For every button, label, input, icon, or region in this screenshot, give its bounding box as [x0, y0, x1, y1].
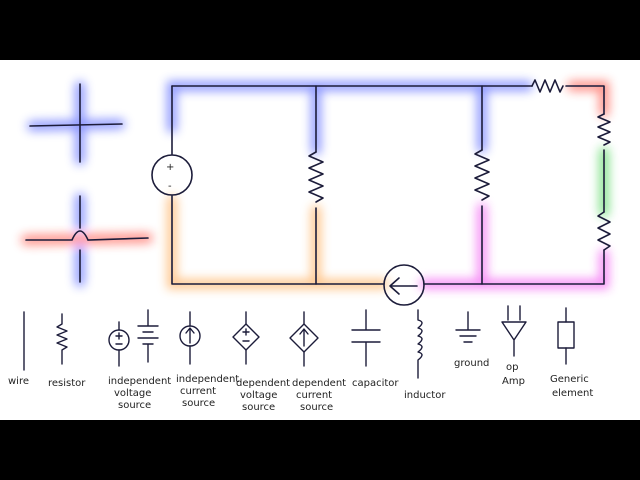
label-inductor: inductor [404, 390, 446, 401]
inductor-symbol [417, 309, 423, 379]
crossing-horizontal [29, 123, 123, 127]
label-indep-voltage-3: source [118, 400, 151, 411]
label-generic-1: Generic [550, 374, 589, 385]
top-black-bar [0, 0, 640, 60]
resistor-right-lower [597, 211, 611, 251]
circuit [151, 79, 611, 306]
left-wire-bottom [171, 195, 385, 285]
label-resistor: resistor [48, 378, 86, 389]
label-dep-current-3: source [300, 402, 333, 413]
label-opamp-2: Amp [502, 376, 525, 387]
dependent-current-source-symbol [289, 311, 319, 367]
resistor-middle [308, 151, 324, 203]
generic-element-symbol [557, 307, 575, 365]
top-right-wire [565, 85, 605, 115]
voltage-source-plus: + [166, 162, 174, 173]
voltage-source [151, 154, 193, 196]
label-dep-voltage-1: dependent [236, 378, 290, 389]
resistor-top [531, 79, 564, 93]
label-indep-current-1: independent [176, 374, 239, 385]
label-opamp-1: op [506, 362, 518, 373]
independent-current-source-symbol [179, 311, 201, 365]
hop-horizontal [25, 230, 149, 241]
legend-symbols [23, 305, 575, 379]
label-ground: ground [454, 358, 489, 369]
resistor-branch-right [474, 149, 490, 201]
capacitor-symbol [351, 309, 381, 367]
label-dep-voltage-2: voltage [240, 390, 277, 401]
label-capacitor: capacitor [352, 378, 399, 389]
resistor-symbol [56, 313, 68, 365]
resistor-right-upper [597, 113, 611, 146]
dependent-voltage-source-symbol [232, 311, 260, 365]
label-indep-current-2: current [180, 386, 216, 397]
label-wire: wire [8, 376, 29, 387]
current-source-arrow [389, 277, 418, 295]
battery-symbol [137, 309, 159, 363]
label-dep-current-2: current [296, 390, 332, 401]
voltage-source-minus: - [168, 181, 172, 192]
label-indep-voltage-1: independent [108, 376, 171, 387]
current-source [383, 264, 425, 306]
legend-labels: wire resistor independent voltage source… [8, 358, 593, 413]
label-dep-voltage-3: source [242, 402, 275, 413]
wire-examples [25, 83, 149, 283]
label-indep-voltage-2: voltage [114, 388, 151, 399]
opamp-symbol [501, 305, 527, 357]
label-generic-2: element [552, 388, 593, 399]
right-bottom-wire [423, 249, 605, 285]
ground-symbol [455, 311, 481, 343]
label-indep-current-3: source [182, 398, 215, 409]
label-dep-current-1: dependent [292, 378, 346, 389]
independent-voltage-source-symbol [108, 321, 130, 367]
bottom-black-bar [0, 420, 640, 480]
